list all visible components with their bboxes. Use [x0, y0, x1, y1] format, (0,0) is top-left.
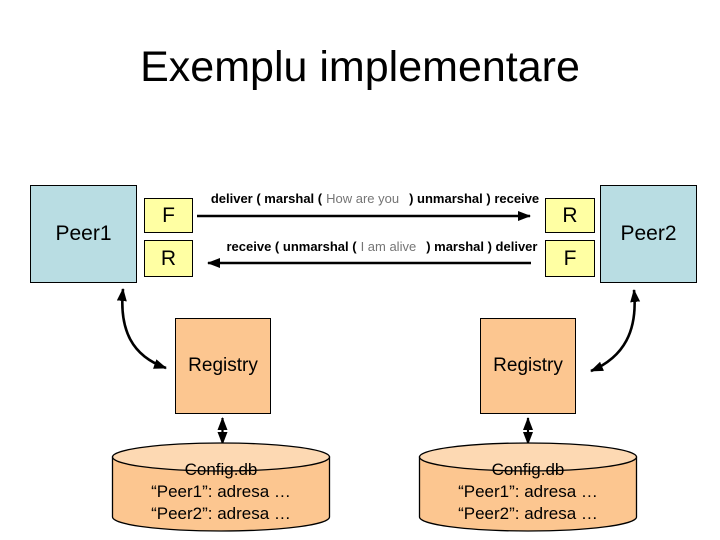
configdb-left-cylinder	[111, 442, 331, 532]
reply-suffix: ) marshal ) deliver	[426, 239, 538, 254]
peer2-label: Peer2	[620, 222, 677, 245]
configdb-left-line-2: “Peer1”: adresa …	[151, 482, 291, 501]
reply-prefix: receive ( unmarshal (	[226, 239, 357, 254]
configdb-right-cylinder	[418, 442, 638, 532]
registry-right-label: Registry	[493, 355, 563, 376]
configdb-left-line-3: “Peer2”: adresa …	[151, 504, 291, 523]
stub-f-left-label: F	[162, 203, 175, 227]
stub-r-right-label: R	[562, 203, 578, 227]
peer2-registry-arrow	[590, 289, 641, 373]
peer1-registry-arrow	[116, 288, 167, 370]
configdb-right-line-1: Config.db	[491, 460, 565, 479]
request-payload: How are you	[326, 191, 400, 206]
reply-payload: I am alive	[360, 239, 417, 254]
request-prefix: deliver ( marshal (	[210, 191, 323, 206]
request-message-label: deliver ( marshal (How are you ) unmarsha…	[185, 191, 565, 206]
stub-f-right-label: F	[563, 246, 577, 270]
stub-r-left-box: R	[144, 240, 193, 277]
peer2-box: Peer2	[600, 185, 697, 283]
configdb-right-text: Config.db “Peer1”: adresa … “Peer2”: adr…	[419, 459, 637, 525]
slide-title: Exemplu implementare	[140, 43, 580, 91]
peer1-label: Peer1	[55, 222, 112, 245]
peer1-box: Peer1	[30, 185, 137, 283]
stub-f-right-box: F	[545, 240, 595, 277]
configdb-left-text: Config.db “Peer1”: adresa … “Peer2”: adr…	[112, 459, 330, 525]
reply-message-label: receive ( unmarshal (I am alive ) marshal…	[197, 239, 567, 254]
configdb-left-line-1: Config.db	[184, 460, 258, 479]
stub-r-right-box: R	[545, 198, 595, 233]
registry-left-box: Registry	[175, 318, 271, 414]
stub-r-left-label: R	[160, 246, 177, 270]
registry-right-box: Registry	[480, 318, 576, 414]
request-suffix: ) unmarshal ) receive	[409, 191, 540, 206]
configdb-right-line-3: “Peer2”: adresa …	[458, 504, 598, 523]
configdb-right-line-2: “Peer1”: adresa …	[458, 482, 598, 501]
registry-left-label: Registry	[188, 355, 258, 376]
stub-f-left-box: F	[144, 198, 193, 233]
